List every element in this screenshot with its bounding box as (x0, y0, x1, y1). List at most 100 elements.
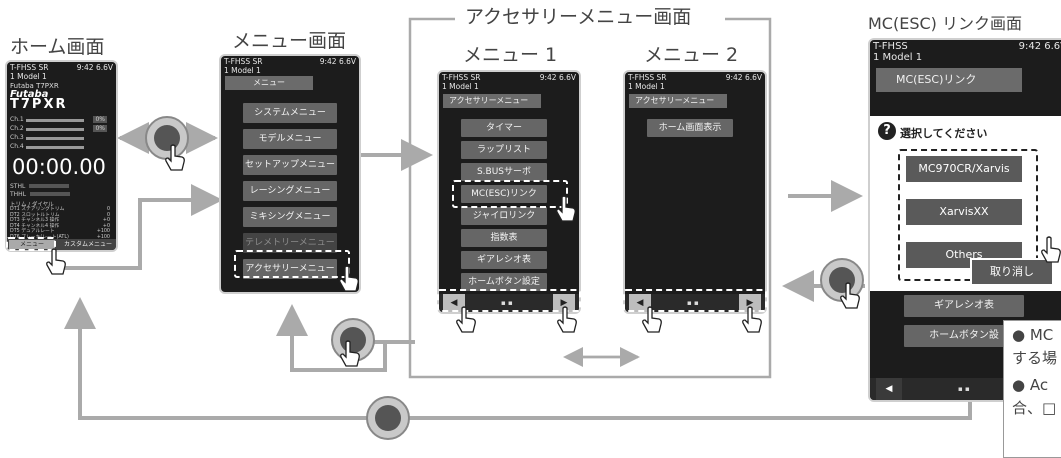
acc1-nav-highlight (437, 289, 581, 312)
ch2-value: 0% (93, 125, 107, 132)
mc-dialog-title: 選択してください (900, 127, 988, 140)
home-screen: T-FHSS SR 9:42 6.6V 1 Model 1 Futaba T7P… (5, 60, 118, 252)
touch-hand-icon (339, 265, 359, 292)
home-brand: Futaba T7PXR (10, 82, 59, 90)
note-line3: ● Ac (1012, 376, 1049, 394)
mc-bg-gear-ratio: ギアレシオ表 (904, 295, 1024, 317)
acc1-timer[interactable]: タイマー (461, 119, 547, 137)
menu-time: 9:42 (319, 57, 337, 66)
accessory-menu2-screen: T-FHSS SR 9:42 6.6V 1 Model 1 アクセサリーメニュー… (623, 70, 767, 314)
touch-hand-icon (165, 144, 185, 171)
acc2-header: アクセサリーメニュー (629, 94, 727, 108)
note-line1: ● MC (1012, 326, 1054, 344)
acc2-page-dots: ▪ ▪ (687, 299, 699, 307)
touch-hand-icon (456, 306, 476, 333)
menu-mixing[interactable]: ミキシングメニュー (243, 207, 337, 227)
acc2-time: 9:42 (725, 73, 743, 82)
mc-option-mc970cr[interactable]: MC970CR/Xarvis (906, 156, 1022, 182)
menu2-title: メニュー 2 (644, 44, 739, 66)
menu-model-label: T-FHSS SR (224, 57, 263, 66)
mc-page-dots: ▪ ▪ (958, 385, 970, 393)
trim-row-value: +100 (96, 229, 110, 234)
mc-battery: 6.6V (1044, 41, 1061, 52)
note-box: ● MC する場 ● Ac 合、□ (1003, 320, 1061, 458)
acc1-nav-bar: ◀ ▪ ▪ ▶ (439, 294, 579, 312)
mc-prev-button[interactable]: ◀ (876, 378, 902, 400)
trim-row-value: +0 (102, 218, 110, 223)
menu-setup[interactable]: セットアップメニュー (243, 155, 337, 175)
acc1-header: アクセサリーメニュー (443, 94, 541, 108)
acc1-laplist[interactable]: ラップリスト (461, 141, 547, 159)
trim-row-label: DT3 チャンネル3 操作 (10, 218, 60, 223)
mc-header: MC(ESC)リンク (876, 68, 1022, 92)
menu-accessory[interactable]: アクセサリーメニュー (243, 259, 337, 279)
mc-time: 9:42 (1018, 41, 1042, 52)
note-line2: する場 (1012, 349, 1058, 367)
ch4-label: Ch.4 (10, 143, 24, 150)
acc2-next-button[interactable]: ▶ (739, 294, 761, 312)
home-menu-highlight (6, 237, 56, 251)
menu-system[interactable]: システムメニュー (243, 103, 337, 123)
acc1-prev-button[interactable]: ◀ (443, 294, 465, 312)
acc1-gyro-link[interactable]: ジャイロリンク (461, 207, 547, 225)
mc-dialog: ? 選択してください MC970CR/Xarvis XarvisXX Other… (870, 116, 1061, 291)
mc-option-xarvisxx[interactable]: XarvisXX (906, 199, 1022, 225)
trim-row-label: DT1 ステアリングトリム (10, 207, 65, 212)
accessory-menu1-screen: T-FHSS SR 9:42 6.6V 1 Model 1 アクセサリーメニュー… (437, 70, 581, 314)
home-product: T7PXR (10, 97, 68, 112)
ch3-label: Ch.3 (10, 134, 24, 141)
acc1-home-button-setting[interactable]: ホームボタン設定 (461, 273, 547, 291)
trim-row-value: +100 (96, 234, 110, 240)
acc1-mc-esc-link[interactable]: MC(ESC)リンク (461, 185, 547, 203)
jog-dial-icon (145, 116, 189, 160)
acc1-page-dots: ▪ ▪ (501, 299, 513, 307)
home-screen-title: ホーム画面 (10, 36, 105, 58)
note-line4: 合、□ (1012, 399, 1057, 417)
touch-hand-icon (742, 306, 762, 333)
acc1-sbus-servo[interactable]: S.BUSサーボ (461, 163, 547, 181)
ch2-label: Ch.2 (10, 125, 24, 132)
ch1-label: Ch.1 (10, 116, 24, 123)
acc1-battery: 6.6V (558, 73, 576, 82)
acc2-nav-bar: ◀ ▪ ▪ ▶ (625, 294, 765, 312)
acc1-gear-ratio[interactable]: ギアレシオ表 (461, 251, 547, 269)
acc2-prev-button[interactable]: ◀ (629, 294, 651, 312)
mc-screen-title: MC(ESC) リンク画面 (868, 14, 1022, 33)
acc1-next-button[interactable]: ▶ (553, 294, 575, 312)
acc2-model-label: T-FHSS SR (628, 73, 667, 82)
menu-screen: T-FHSS SR 9:42 6.6V 1 Model 1 メニュー システムメ… (219, 54, 361, 294)
acc1-time: 9:42 (539, 73, 557, 82)
home-timer: 00:00.00 (12, 155, 106, 179)
touch-hand-icon (1041, 236, 1061, 263)
acc1-model-line: 1 Model 1 (442, 82, 479, 91)
home-model-label: T-FHSS SR (10, 63, 49, 72)
mc-bg-home-button: ホームボタン設 (904, 325, 1024, 347)
trim-row-label: DT4 チャンネル4 操作 (10, 223, 60, 229)
home-channel-bars: Ch.1 0% Ch.2 0% Ch.3 Ch.4 (10, 116, 113, 152)
jog-dial-icon (366, 396, 410, 440)
menu-accessory-highlight (234, 250, 350, 278)
home-custom-menu-button[interactable]: カスタムメニュー (63, 241, 112, 248)
trim-row-value: 0 (106, 212, 110, 218)
acc2-model-line: 1 Model 1 (628, 82, 665, 91)
acc1-exponential[interactable]: 指数表 (461, 229, 547, 247)
trim-row-label: DT5 デュアルレート (10, 229, 55, 234)
ch1-value: 0% (93, 116, 107, 123)
menu-battery: 6.6V (338, 57, 356, 66)
menu-racing[interactable]: レーシングメニュー (243, 181, 337, 201)
home-time: 9:42 (76, 63, 94, 72)
sthl-label: STHL (10, 183, 26, 190)
menu1-title: メニュー 1 (463, 44, 558, 66)
home-battery: 6.6V (95, 63, 113, 72)
menu-model[interactable]: モデルメニュー (243, 129, 337, 149)
mc-cancel-button[interactable]: 取り消し (970, 258, 1054, 286)
acc2-home-display[interactable]: ホーム画面表示 (647, 119, 733, 137)
touch-hand-icon (46, 248, 66, 275)
thhl-label: THHL (10, 191, 27, 198)
menu-model-line: 1 Model 1 (224, 66, 261, 75)
acc1-model-label: T-FHSS SR (442, 73, 481, 82)
home-menu-button[interactable]: メニュー (9, 240, 55, 249)
menu-telemetry[interactable]: テレメトリーメニュー (243, 233, 337, 253)
